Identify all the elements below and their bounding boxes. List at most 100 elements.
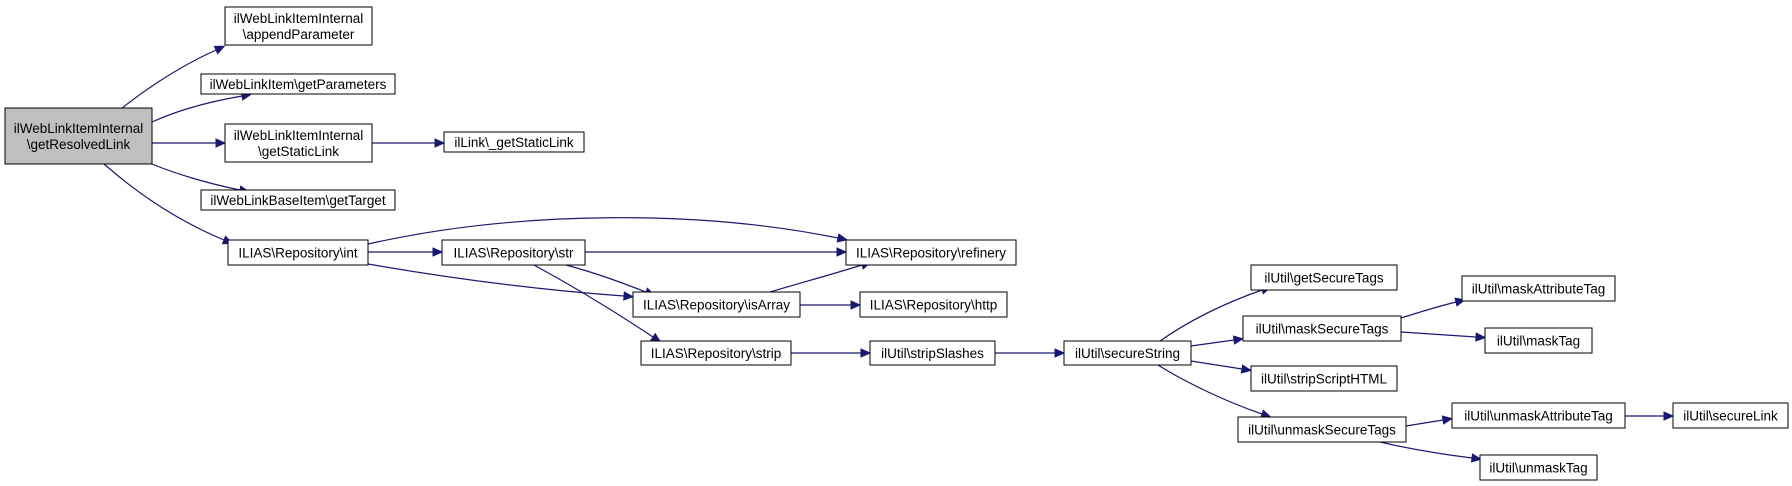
node-stripScriptHTML[interactable]: ilUtil\stripScriptHTML xyxy=(1250,365,1398,392)
edge-getStaticLink-to-ilLinkStatic xyxy=(372,138,446,148)
node-stripSlashes[interactable]: ilUtil\stripSlashes xyxy=(869,340,996,366)
edge-line xyxy=(1405,419,1444,427)
edge-line xyxy=(769,264,863,293)
arrowhead-icon xyxy=(432,247,444,257)
edge-secureString-to-unmaskSecureTags xyxy=(1157,364,1272,419)
node-label: ILIAS\Repository\str xyxy=(453,246,574,261)
node-box[interactable] xyxy=(200,189,396,211)
edge-secureString-to-maskSecureTags xyxy=(1190,335,1245,347)
edge-repoInt-to-repoIsArray xyxy=(367,263,635,301)
edge-line xyxy=(1190,360,1243,370)
edge-line xyxy=(367,217,839,245)
node-maskSecureTags[interactable]: ilUtil\maskSecureTags xyxy=(1242,315,1402,342)
node-label: ILIAS\Repository\strip xyxy=(651,346,782,361)
node-box[interactable] xyxy=(4,107,153,165)
node-getStaticLink[interactable]: ilWebLinkItemInternal\getStaticLink xyxy=(224,123,373,163)
node-secureLink[interactable]: ilUtil\secureLink xyxy=(1672,402,1789,429)
edge-root-to-getParameters xyxy=(151,91,253,123)
node-repoStr[interactable]: ILIAS\Repository\str xyxy=(441,239,586,266)
node-root[interactable]: ilWebLinkItemInternal\getResolvedLink xyxy=(4,107,153,165)
node-secureString[interactable]: ilUtil\secureString xyxy=(1063,340,1192,366)
arrowhead-icon xyxy=(1232,335,1245,345)
node-box[interactable] xyxy=(1063,340,1192,366)
node-box[interactable] xyxy=(1242,315,1402,342)
node-box[interactable] xyxy=(1461,275,1616,302)
node-box[interactable] xyxy=(1672,402,1789,429)
edge-root-to-getStaticLink xyxy=(152,138,227,148)
node-label: ilLink\_getStaticLink xyxy=(454,135,574,150)
node-label: ilWebLinkItemInternal xyxy=(234,128,364,143)
arrowhead-icon xyxy=(623,291,635,301)
node-label: ilUtil\unmaskAttributeTag xyxy=(1464,409,1613,424)
edge-line xyxy=(565,264,647,293)
node-box[interactable] xyxy=(224,6,373,46)
node-box[interactable] xyxy=(224,123,373,163)
node-unmaskAttributeTag[interactable]: ilUtil\unmaskAttributeTag xyxy=(1451,402,1626,429)
edge-root-to-getTarget xyxy=(151,163,251,195)
node-box[interactable] xyxy=(859,291,1008,318)
node-box[interactable] xyxy=(1237,416,1407,443)
edge-line xyxy=(103,163,225,241)
arrowhead-icon xyxy=(1663,411,1675,421)
node-box[interactable] xyxy=(1250,365,1398,392)
edge-unmaskSecureTags-to-unmaskAttributeTag xyxy=(1405,415,1454,427)
edge-repoInt-to-repoStr xyxy=(368,247,444,257)
nodes-layer: ilWebLinkItemInternal\getResolvedLink ilW… xyxy=(4,6,1789,481)
node-box[interactable] xyxy=(1484,327,1593,354)
arrowhead-icon xyxy=(1054,348,1066,358)
edge-repoInt-to-repoRefinery xyxy=(367,217,849,245)
edge-line xyxy=(1400,331,1477,338)
arrowhead-icon xyxy=(860,348,872,358)
node-unmaskTag[interactable]: ilUtil\unmaskTag xyxy=(1479,454,1598,481)
node-box[interactable] xyxy=(1451,402,1626,429)
node-label: ILIAS\Repository\refinery xyxy=(856,246,1006,261)
edge-secureString-to-stripScriptHTML xyxy=(1190,360,1253,374)
edge-maskSecureTags-to-maskTag xyxy=(1400,331,1487,342)
edge-line xyxy=(1190,339,1235,347)
node-box[interactable] xyxy=(1250,264,1398,291)
node-maskAttributeTag[interactable]: ilUtil\maskAttributeTag xyxy=(1461,275,1616,302)
node-label: ILIAS\Repository\http xyxy=(870,298,998,313)
node-label: ilWebLinkItem\getParameters xyxy=(210,77,387,92)
node-label: ilWebLinkBaseItem\getTarget xyxy=(210,193,386,208)
node-getTarget[interactable]: ilWebLinkBaseItem\getTarget xyxy=(200,189,396,211)
node-box[interactable] xyxy=(845,239,1017,266)
edge-maskSecureTags-to-maskAttributeTag xyxy=(1400,297,1466,319)
node-repoRefinery[interactable]: ILIAS\Repository\refinery xyxy=(845,239,1017,266)
edge-repoIsArray-to-repoHttp xyxy=(800,300,862,310)
edge-line xyxy=(1400,301,1457,319)
node-repoStrip[interactable]: ILIAS\Repository\strip xyxy=(640,340,792,366)
node-repoIsArray[interactable]: ILIAS\Repository\isArray xyxy=(632,291,801,318)
edge-line xyxy=(533,264,654,338)
edge-line xyxy=(151,95,243,123)
node-repoInt[interactable]: ILIAS\Repository\int xyxy=(227,239,369,266)
node-box[interactable] xyxy=(441,239,586,266)
node-label: ilUtil\secureString xyxy=(1075,346,1180,361)
node-repoHttp[interactable]: ILIAS\Repository\http xyxy=(859,291,1008,318)
node-label: ilUtil\stripSlashes xyxy=(881,346,984,361)
node-label: ilUtil\secureLink xyxy=(1683,409,1778,424)
edge-unmaskSecureTags-to-unmaskTag xyxy=(1379,441,1483,463)
edge-line xyxy=(1159,289,1263,342)
node-label: ilUtil\stripScriptHTML xyxy=(1261,372,1388,387)
node-unmaskSecureTags[interactable]: ilUtil\unmaskSecureTags xyxy=(1237,416,1407,443)
arrowhead-icon xyxy=(1240,364,1253,374)
node-getParameters[interactable]: ilWebLinkItem\getParameters xyxy=(200,73,396,95)
node-box[interactable] xyxy=(200,73,396,95)
node-maskTag[interactable]: ilUtil\maskTag xyxy=(1484,327,1593,354)
node-ilLinkStatic[interactable]: ilLink\_getStaticLink xyxy=(443,131,585,153)
node-label: ilWebLinkItemInternal xyxy=(234,11,364,26)
arrowhead-icon xyxy=(836,247,848,257)
node-label: ilUtil\unmaskTag xyxy=(1489,461,1587,476)
arrowhead-icon xyxy=(1475,332,1487,342)
node-box[interactable] xyxy=(443,131,585,153)
node-label: \appendParameter xyxy=(243,27,355,42)
node-box[interactable] xyxy=(869,340,996,366)
node-box[interactable] xyxy=(632,291,801,318)
node-getSecureTags[interactable]: ilUtil\getSecureTags xyxy=(1250,264,1398,291)
node-appendParameter[interactable]: ilWebLinkItemInternal\appendParameter xyxy=(224,6,373,46)
node-box[interactable] xyxy=(227,239,369,266)
node-box[interactable] xyxy=(1479,454,1598,481)
node-label: ilUtil\maskSecureTags xyxy=(1256,322,1389,337)
node-box[interactable] xyxy=(640,340,792,366)
